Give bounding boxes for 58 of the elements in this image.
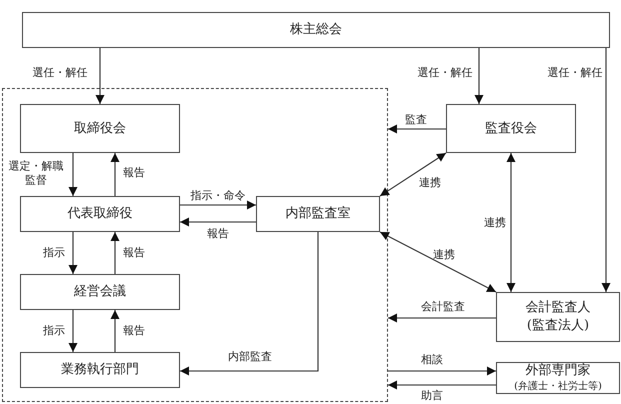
arrow [380,232,496,292]
arrow [474,48,484,104]
edge-label: 選任・解任 [416,66,474,80]
node-label: 会計監査人 [526,299,590,317]
arrow [96,48,104,104]
arrow [388,380,496,390]
arrow [110,310,120,352]
process-box [20,274,180,310]
node-label: 内部監査室 [285,205,350,223]
edge-label: 報告 [122,166,146,180]
arrow [380,152,446,196]
process-box [20,196,180,232]
arrow [110,232,120,274]
arrow [180,200,256,210]
edge-label: 選任・解任 [546,66,604,80]
edge-label: 選任・解任 [32,66,88,80]
process-box [20,352,180,388]
edge-label: 会計監査 [420,300,466,314]
board-box [20,104,180,153]
edge-label: 報告 [122,324,146,338]
edge-label: 指示 [42,324,66,338]
node-label: 株主総会 [290,21,342,39]
arrow [68,310,78,352]
arrow [180,218,256,226]
edge-label: 連携 [418,176,442,190]
node-label: 取締役会 [74,120,126,138]
arrow [68,232,78,274]
arrow [68,153,78,196]
node-sublabel: (弁護士・社労士等) [514,380,602,394]
process-box [496,292,620,342]
node-label: 外部専門家 [526,362,590,380]
edge-label: 連携 [432,248,456,262]
edge-label: 指示・命令 [190,188,246,204]
edge-label: 助言 [420,388,444,404]
process-box [496,362,620,394]
node-label: 経営会議 [74,283,126,301]
arrow [388,124,446,134]
node-sublabel: (監査法人) [526,317,590,335]
node-label: 監査役会 [485,120,537,138]
arrow [388,314,496,322]
board-box [446,104,576,153]
edge-label: 連携 [483,216,507,230]
edge-label: 報告 [122,246,146,260]
edge-label: 相談 [420,352,444,368]
arrow [388,366,496,376]
edge-label: 監査 [404,112,428,128]
edge-label: 報告 [206,226,230,242]
arrow [602,48,610,292]
edge-label: 指示 [42,246,66,260]
arrow [180,232,319,376]
arrow [110,153,120,196]
dashed-group-boundary [2,88,388,402]
process-box [256,196,380,232]
edge-label: 内部監査 [227,350,273,364]
arrow [506,153,516,292]
node-label: 業務執行部門 [60,361,139,379]
node-label: 代表取締役 [67,205,132,223]
meeting-box [22,12,610,48]
